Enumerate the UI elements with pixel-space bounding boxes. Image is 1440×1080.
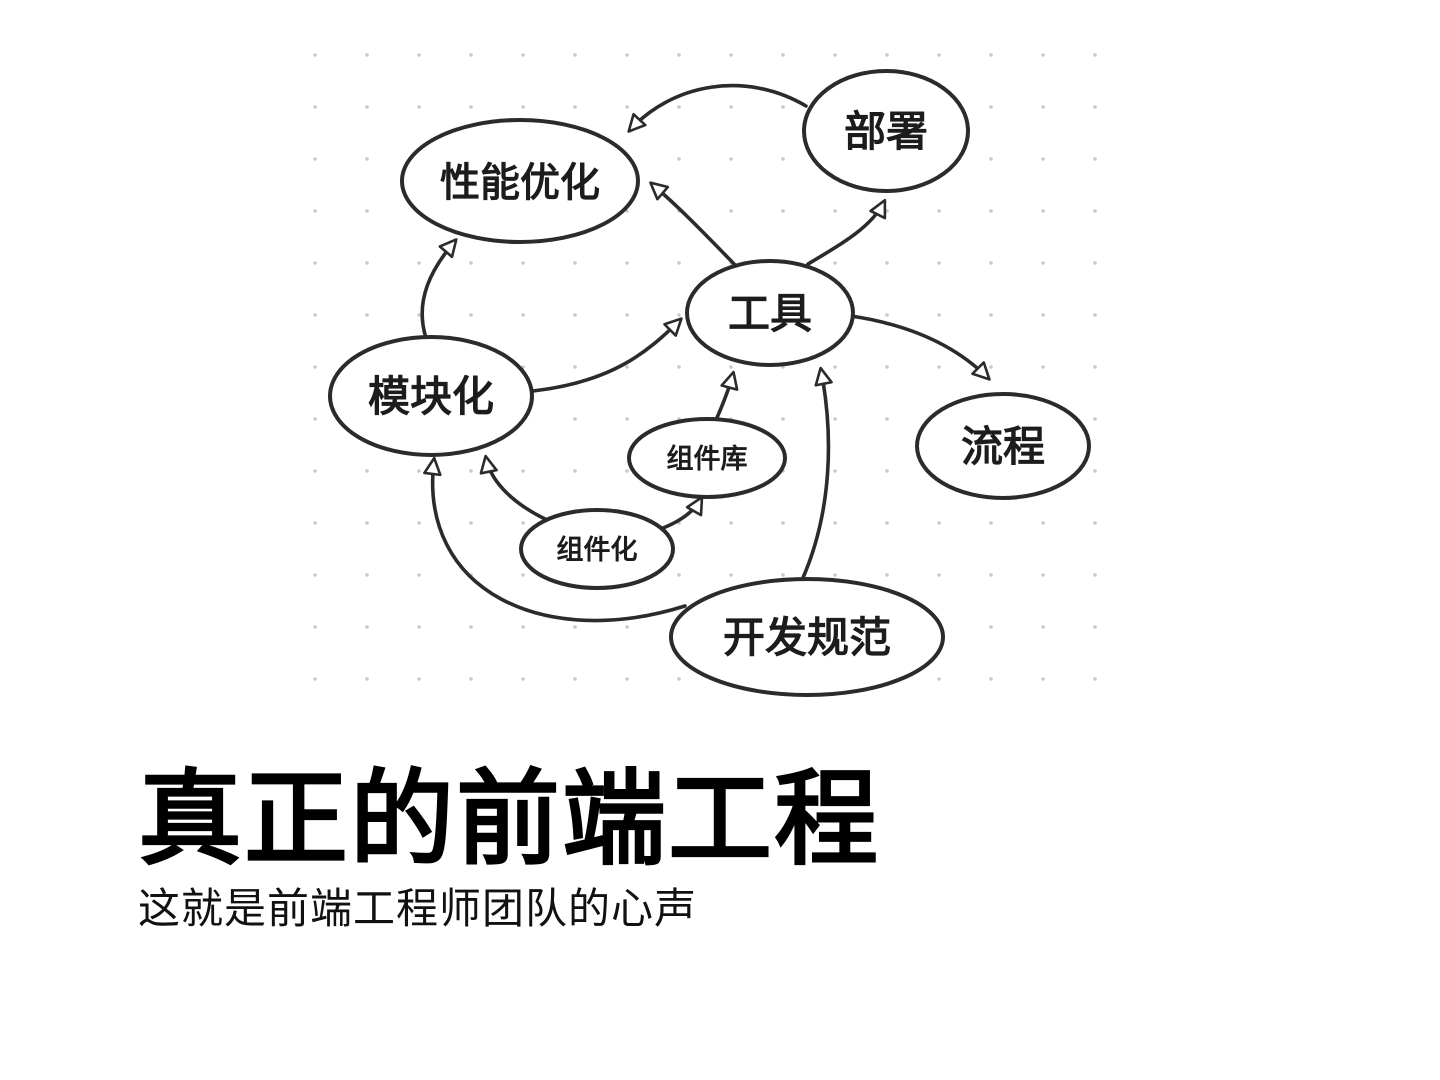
edge-componentlib-to-tools [714, 370, 739, 422]
node-tools-shape [685, 259, 855, 367]
edge-tools-to-process [849, 314, 991, 381]
edge-tools-to-deploy [806, 198, 887, 266]
node-tools-label: 工具 [728, 290, 812, 337]
node-deploy-shape [802, 69, 970, 193]
node-component-lib: 组件库 [627, 417, 787, 499]
edge-devstandards-to-tools [800, 366, 833, 582]
node-componentization-label: 组件化 [557, 534, 638, 565]
node-process-label: 流程 [961, 423, 1045, 470]
edge-deploy-to-performance [627, 83, 808, 133]
node-modular-label: 模块化 [368, 373, 494, 420]
node-dev-standards: 开发规范 [669, 577, 945, 697]
node-modular-shape [328, 335, 534, 457]
node-dev-standards-label: 开发规范 [723, 614, 891, 661]
node-process: 流程 [915, 392, 1091, 500]
diagram-nodes: 性能优化 部署 工具 模块化 组件库 组件化 [328, 69, 1091, 697]
node-deploy-label: 部署 [844, 108, 928, 155]
node-performance-shape [400, 118, 640, 244]
edge-tools-to-performance [649, 181, 740, 270]
edge-devstandards-to-modular [423, 456, 687, 623]
node-componentization-shape [519, 508, 675, 590]
node-deploy: 部署 [802, 69, 970, 193]
diagram-edges [420, 83, 991, 623]
node-tools: 工具 [685, 259, 855, 367]
node-component-lib-label: 组件库 [667, 443, 748, 474]
node-componentization: 组件化 [519, 508, 675, 590]
node-performance: 性能优化 [400, 118, 640, 244]
node-process-shape [915, 392, 1091, 500]
slide-subtitle: 这就是前端工程师团队的心声 [138, 885, 698, 933]
node-performance-label: 性能优化 [440, 161, 600, 205]
frontend-engineering-diagram: 性能优化 部署 工具 模块化 组件库 组件化 [298, 30, 1098, 720]
node-component-lib-shape [627, 417, 787, 499]
node-dev-standards-shape [669, 577, 945, 697]
title-block: 真正的前端工程 这就是前端工程师团队的心声 [138, 762, 1338, 935]
node-modular: 模块化 [328, 335, 534, 457]
edge-modular-to-tools [531, 317, 683, 393]
edge-componentization-to-modular [479, 454, 558, 526]
edge-modular-to-performance [420, 238, 458, 340]
slide-title: 真正的前端工程 [138, 762, 881, 878]
